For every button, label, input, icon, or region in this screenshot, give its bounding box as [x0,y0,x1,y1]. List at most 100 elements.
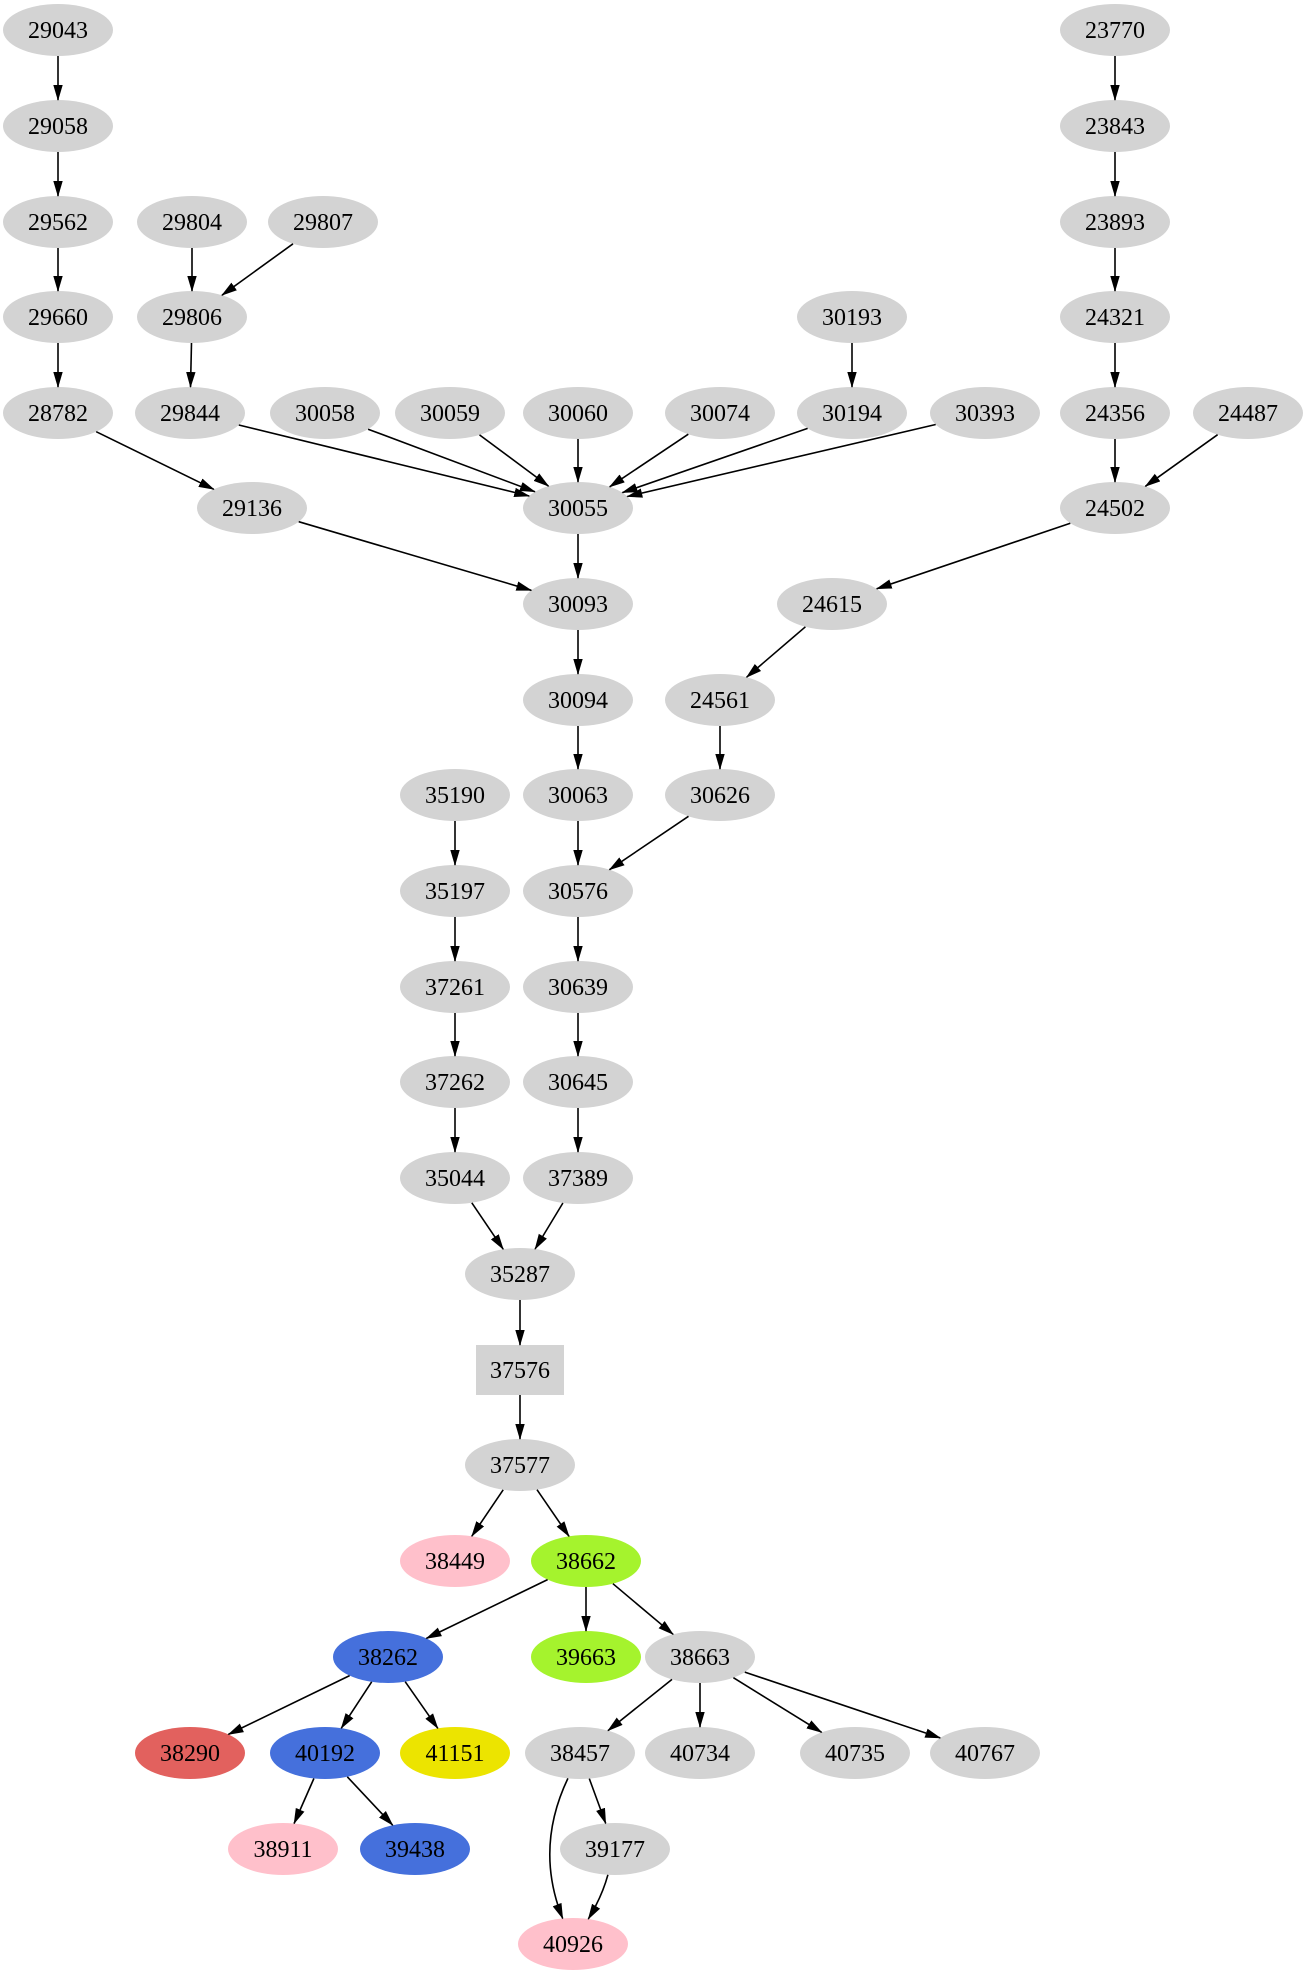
node-label: 41151 [425,1741,484,1767]
node-shape-ellipse [523,578,633,630]
node-29043: 29043 [3,4,113,56]
node-label: 30093 [548,592,608,618]
node-30074: 30074 [665,387,775,439]
edge-30626-30576 [608,815,689,871]
node-label: 38662 [556,1549,616,1575]
node-37262: 37262 [400,1056,510,1108]
node-shape-ellipse [531,1631,641,1683]
node-24321: 24321 [1060,291,1170,343]
node-shape-ellipse [665,769,775,821]
node-30639: 30639 [523,961,633,1013]
node-shape-ellipse [531,1535,641,1587]
node-label: 40926 [543,1932,603,1958]
node-shape-ellipse [930,1727,1040,1779]
edge-40192-39438 [346,1776,394,1826]
node-shape-box [476,1345,564,1395]
node-label: 38663 [670,1645,730,1671]
node-shape-ellipse [797,387,907,439]
node-shape-ellipse [523,387,633,439]
node-shape-ellipse [197,482,307,534]
node-40734: 40734 [645,1727,755,1779]
node-label: 23893 [1085,210,1145,236]
node-label: 29058 [28,114,88,140]
edge-29807-29806 [221,243,294,296]
node-29562: 29562 [3,196,113,248]
node-shape-ellipse [3,4,113,56]
node-shape-ellipse [523,482,633,534]
edge-38662-38663 [612,1583,674,1635]
node-shape-ellipse [137,291,247,343]
node-23770: 23770 [1060,4,1170,56]
edge-30074-30055 [608,433,689,488]
node-shape-ellipse [135,1727,245,1779]
node-shape-ellipse [400,769,510,821]
node-label: 35197 [425,879,485,905]
node-30063: 30063 [523,769,633,821]
node-shape-ellipse [333,1631,443,1683]
node-label: 38457 [550,1741,610,1767]
node-label: 40735 [825,1741,885,1767]
node-shape-ellipse [400,1727,510,1779]
node-shape-ellipse [1060,4,1170,56]
node-38449: 38449 [400,1535,510,1587]
node-label: 30063 [548,783,608,809]
edge-38663-38457 [607,1678,673,1732]
node-label: 29660 [28,305,88,331]
node-label: 37261 [425,975,485,1001]
node-shape-ellipse [3,100,113,152]
node-37576: 37576 [476,1345,564,1395]
edge-30058-30055 [367,428,536,493]
node-label: 29804 [162,210,222,236]
edge-29806-29844 [186,342,196,388]
edge-30194-30055 [621,427,808,494]
node-shape-ellipse [3,291,113,343]
node-label: 35044 [425,1166,485,1192]
node-shape-ellipse [1060,482,1170,534]
node-28782: 28782 [3,387,113,439]
node-shape-ellipse [465,1439,575,1491]
node-label: 30074 [690,401,750,427]
node-shape-ellipse [797,291,907,343]
node-shape-ellipse [465,1248,575,1300]
node-label: 30060 [548,401,608,427]
node-shape-ellipse [400,961,510,1013]
edge-24502-24615 [875,522,1071,590]
node-shape-ellipse [395,387,505,439]
edge-38262-40192 [340,1681,373,1730]
edge-35044-35287 [471,1202,504,1251]
node-shape-ellipse [930,387,1040,439]
edge-40192-38911 [293,1778,315,1825]
node-label: 37262 [425,1070,485,1096]
node-shape-ellipse [1060,387,1170,439]
node-label: 38911 [253,1837,312,1863]
node-29804: 29804 [137,196,247,248]
node-shape-ellipse [400,865,510,917]
node-shape-ellipse [3,196,113,248]
node-shape-ellipse [645,1631,755,1683]
node-30626: 30626 [665,769,775,821]
node-label: 30193 [822,305,882,331]
node-shape-ellipse [665,387,775,439]
edge-37577-38449 [471,1489,504,1538]
node-shape-ellipse [800,1727,910,1779]
node-40767: 40767 [930,1727,1040,1779]
edge-24615-24561 [745,626,806,678]
node-35190: 35190 [400,769,510,821]
edge-30059-30055 [479,434,550,487]
node-24502: 24502 [1060,482,1170,534]
node-label: 29844 [160,401,220,427]
node-label: 30576 [548,879,608,905]
node-label: 29043 [28,18,88,44]
node-29058: 29058 [3,100,113,152]
node-shape-ellipse [137,196,247,248]
node-shape-ellipse [1060,291,1170,343]
node-label: 24321 [1085,305,1145,331]
node-label: 30639 [548,975,608,1001]
node-30059: 30059 [395,387,505,439]
node-30645: 30645 [523,1056,633,1108]
node-label: 39438 [385,1837,445,1863]
node-38663: 38663 [645,1631,755,1683]
node-shape-ellipse [400,1056,510,1108]
edge-24487-24502 [1144,434,1219,487]
